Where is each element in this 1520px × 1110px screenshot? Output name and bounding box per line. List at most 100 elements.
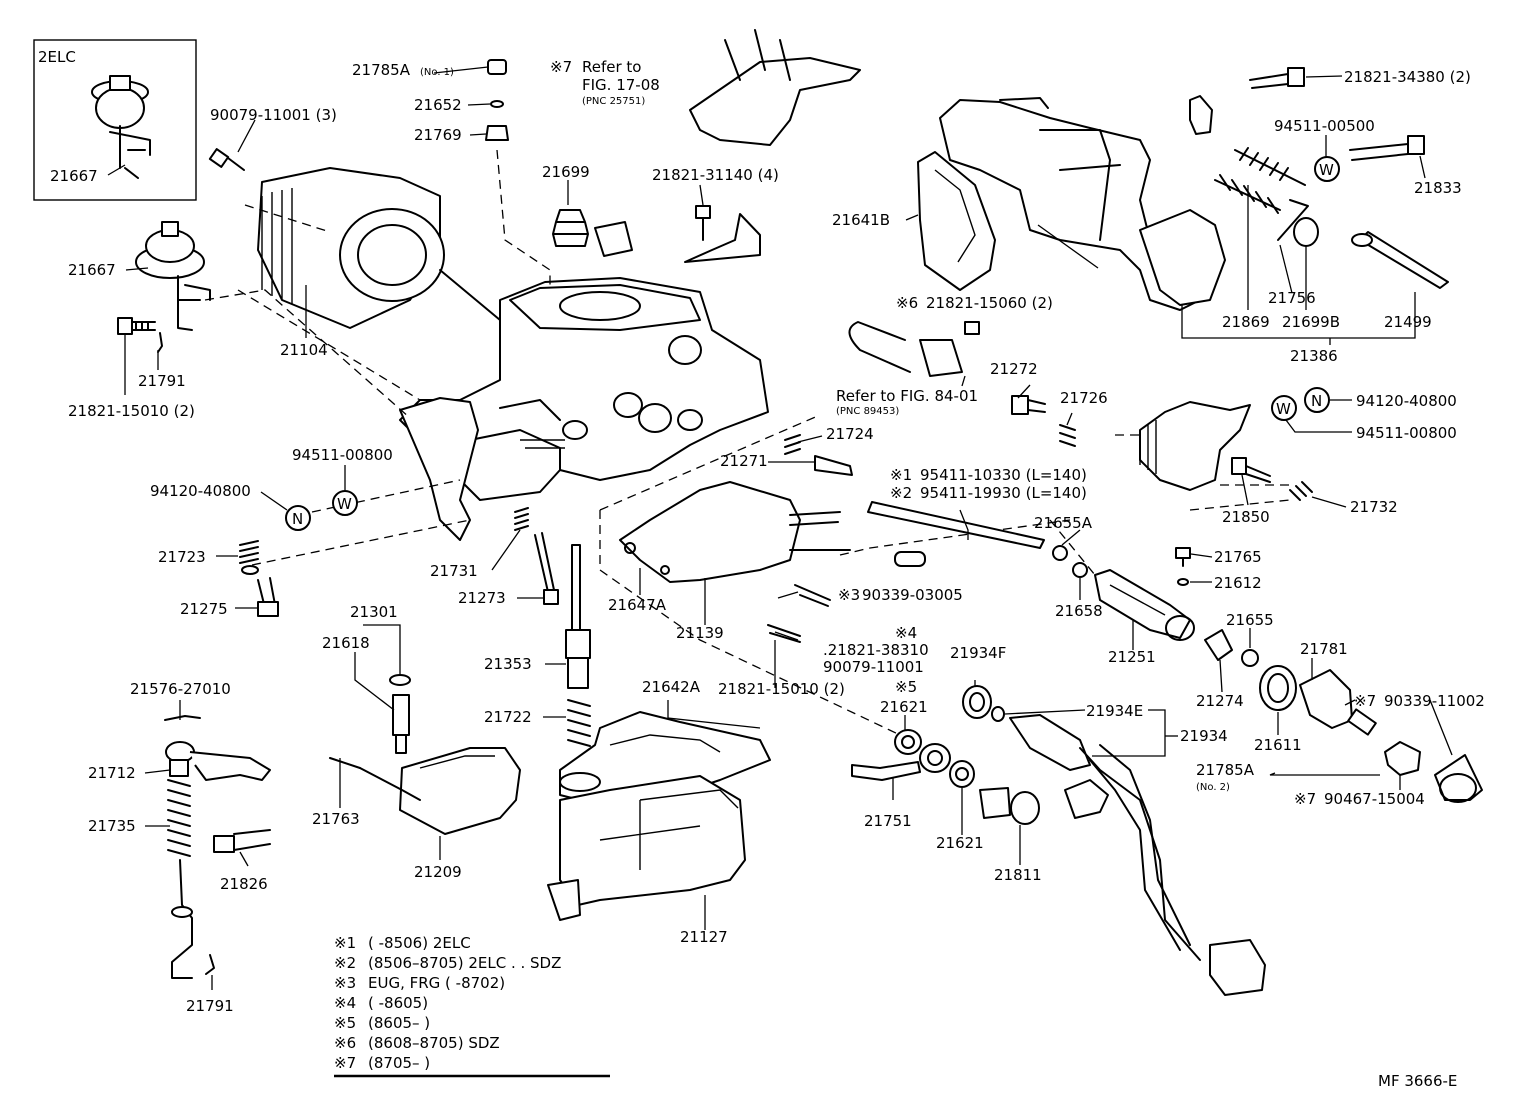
label-21826: 21826: [220, 875, 268, 893]
label-90467-15004: 90467-15004: [1324, 790, 1425, 808]
label-21785A-no1-sub: (No. 1): [420, 67, 454, 78]
spring-21735: [167, 779, 191, 857]
assembly-21386: [939, 95, 1226, 311]
label-21699B: 21699B: [1282, 313, 1340, 331]
label-21763: 21763: [312, 810, 360, 828]
label-21618: 21618: [322, 634, 370, 652]
bolt-21811: [979, 787, 1040, 825]
label-94511-00500: 94511-00500: [1274, 117, 1375, 135]
part-labels: 21667 21667 90079-11001 (3) 21104 21791 …: [50, 58, 1485, 1015]
label-21621-top: 21621: [880, 698, 928, 716]
spring-21731: [514, 507, 529, 531]
clip-21756: [1277, 199, 1309, 241]
label-21274: 21274: [1196, 692, 1244, 710]
label-21655A: 21655A: [1034, 514, 1093, 532]
solenoid-21934: [1009, 714, 1266, 996]
label-21612: 21612: [1214, 574, 1262, 592]
boot-21699B: [1293, 217, 1319, 247]
washer-21934F: [962, 685, 992, 719]
choke-housing-21104: [208, 148, 501, 329]
label-21576-27010: 21576-27010: [130, 680, 231, 698]
bracket-ref-17-08: [689, 29, 861, 146]
float-bowl-21127: [547, 775, 746, 921]
oring-21934E: [991, 706, 1005, 722]
label-21658: 21658: [1055, 602, 1103, 620]
bracket-21821-31140: [684, 205, 761, 263]
switch-21781: [1299, 669, 1377, 736]
oring-21655A: [1052, 545, 1068, 561]
label-note3: ※3: [838, 586, 860, 604]
inset-title: 2ELC: [38, 48, 76, 66]
label-21735: 21735: [88, 817, 136, 835]
label-21821-15060: 21821-15060 (2): [926, 294, 1053, 312]
label-21251: 21251: [1108, 648, 1156, 666]
label-21301: 21301: [350, 603, 398, 621]
label-note7-a: ※7: [1354, 692, 1376, 710]
washer-n-left: N: [285, 505, 311, 531]
label-21934F: 21934F: [950, 644, 1006, 662]
label-21499: 21499: [1384, 313, 1432, 331]
screw-21275: [257, 577, 279, 617]
oring-21612: [1177, 578, 1189, 586]
label-90339-03005: 90339-03005: [862, 586, 963, 604]
svg-text:W: W: [1276, 400, 1291, 418]
label-94511-00800-right: 94511-00800: [1356, 424, 1457, 442]
washer-21621-bottom: [949, 760, 975, 788]
spring-94511-00500: [1234, 147, 1306, 186]
label-21127: 21127: [680, 928, 728, 946]
inset-2elc: 2ELC: [33, 39, 197, 201]
power-piston-21353: [565, 544, 591, 689]
label-21821-31140: 21821-31140 (4): [652, 166, 779, 184]
washer-w-top-right: W: [1314, 156, 1340, 182]
spring-21732: [1289, 481, 1313, 501]
svg-text:W: W: [337, 495, 352, 513]
screw-21850: [1231, 457, 1271, 483]
label-21139: 21139: [676, 624, 724, 642]
label-94120-40800-left: 94120-40800: [150, 482, 251, 500]
switch-21274: [1204, 629, 1233, 661]
label-21353: 21353: [484, 655, 532, 673]
oring-21652: [490, 100, 504, 108]
washer-21621-top: [894, 729, 922, 755]
label-21271: 21271: [720, 452, 768, 470]
svg-text:N: N: [292, 510, 303, 528]
label-21934E: 21934E: [1086, 702, 1143, 720]
label-note2: ※2: [890, 484, 912, 502]
label-90339-11002: 90339-11002: [1384, 692, 1485, 710]
note-mark-3: ※3: [334, 974, 356, 992]
label-21731: 21731: [430, 562, 478, 580]
label-21273: 21273: [458, 589, 506, 607]
spring-21722: [567, 699, 591, 747]
clip-21576: [164, 715, 201, 721]
label-21791-top: 21791: [138, 372, 186, 390]
label-21724: 21724: [826, 425, 874, 443]
oring-21655: [1241, 649, 1259, 667]
label-21641B: 21641B: [832, 211, 890, 229]
label-90079-11001-b: 90079-11001: [823, 658, 924, 676]
label-21785A-no2-sub: (No. 2): [1196, 782, 1230, 793]
note-text-5: (8605– ): [368, 1014, 430, 1032]
label-21850: 21850: [1222, 508, 1270, 526]
boot-21699: [552, 209, 589, 247]
label-note7-refer: ※7: [550, 58, 572, 76]
valve-21618: [389, 674, 411, 754]
label-21104: 21104: [280, 341, 328, 359]
fitting-21751: [851, 743, 951, 781]
screw-90339-03005: [794, 584, 831, 607]
label-21821-15010-left: 21821-15010 (2): [68, 402, 195, 420]
note-text-4: ( -8605): [368, 994, 428, 1012]
bracket-near-21699: [594, 221, 633, 257]
label-21751: 21751: [864, 812, 912, 830]
label-21785A-no1: 21785A: [352, 61, 411, 79]
label-21781: 21781: [1300, 640, 1348, 658]
label-pnc-89453: (PNC 89453): [836, 406, 899, 417]
label-21756: 21756: [1268, 289, 1316, 307]
washer-w-left: W: [332, 490, 358, 516]
label-95411-19930: 95411-19930 (L=140): [920, 484, 1087, 502]
label-note6: ※6: [896, 294, 918, 312]
screw-21821-15010: [117, 317, 156, 335]
svg-text:N: N: [1311, 392, 1322, 410]
cap-21785A-no1: [487, 59, 507, 75]
label-21655: 21655: [1226, 611, 1274, 629]
